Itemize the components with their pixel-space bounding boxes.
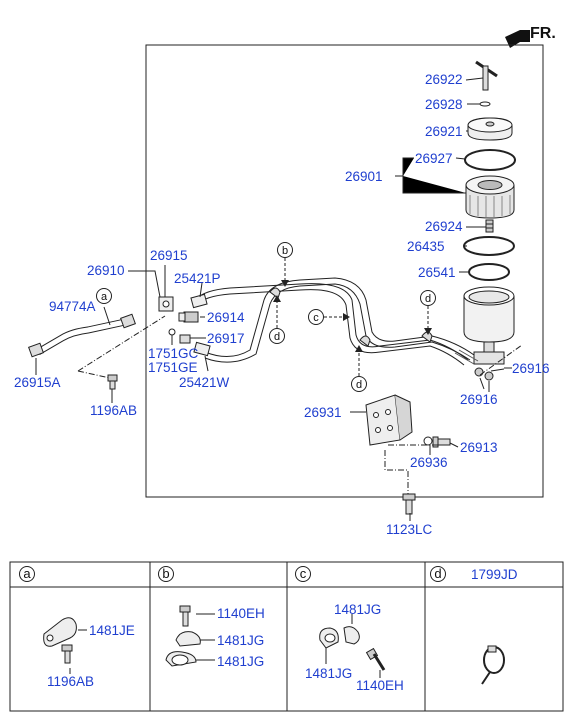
front-label: FR. <box>530 25 556 42</box>
label-1123lc: 1123LC <box>386 522 433 537</box>
filter-element-26901 <box>465 175 515 219</box>
legend-a-1481je: 1481JE <box>89 623 135 638</box>
legend-cell-c: 1481JG 1481JG 1140EH <box>305 602 404 693</box>
legend-table: a b c d 1799JD 1481JE 1196AB <box>9 561 564 712</box>
legend-header-d: d 1799JD <box>430 566 518 582</box>
callout-d-main-2: d <box>351 345 367 392</box>
legend-d-part: 1799JD <box>471 567 518 582</box>
callout-c-main: c <box>308 309 350 325</box>
front-arrow-icon <box>505 30 530 48</box>
o-ring-26541 <box>468 263 510 281</box>
svg-text:c: c <box>313 312 319 324</box>
label-25421p: 25421P <box>174 271 221 286</box>
legend-cell-a: 1481JE 1196AB <box>43 617 135 689</box>
label-26917: 26917 <box>207 331 245 346</box>
fitting-26917 <box>179 334 191 344</box>
callout-d-main-1: d <box>269 295 285 344</box>
bracket-26931 <box>365 394 413 446</box>
svg-text:c: c <box>300 566 307 581</box>
label-26916-bottom: 26916 <box>460 392 498 407</box>
bolt-1123lc <box>402 493 416 515</box>
callout-d-main-3: d <box>420 290 436 335</box>
legend-c-1481jg-2: 1481JG <box>305 666 352 681</box>
label-26921: 26921 <box>425 124 463 139</box>
hose-94774a <box>28 313 136 358</box>
label-26916-right: 26916 <box>512 361 550 376</box>
label-26931: 26931 <box>304 405 342 420</box>
label-26915a: 26915A <box>14 375 61 390</box>
assembly-lines <box>77 315 523 494</box>
fitting-26914 <box>178 311 199 323</box>
svg-text:d: d <box>425 293 431 305</box>
label-26928: 26928 <box>425 97 463 112</box>
label-1751ge: 1751GE <box>148 360 198 375</box>
svg-text:b: b <box>162 566 169 581</box>
part-labels: 26922 26928 26921 26927 26901 26924 2643… <box>14 72 550 537</box>
svg-text:a: a <box>23 566 31 581</box>
washer-26936 <box>423 436 433 446</box>
legend-c-1140eh: 1140EH <box>356 678 404 693</box>
svg-text:d: d <box>274 331 280 343</box>
label-1196ab: 1196AB <box>90 403 137 418</box>
legend-header-b: b <box>158 566 174 582</box>
svg-text:b: b <box>282 245 288 257</box>
legend-c-1481jg-1: 1481JG <box>334 602 381 617</box>
svg-text:d: d <box>356 379 362 391</box>
legend-header-a: a <box>19 566 35 582</box>
label-26541: 26541 <box>418 265 456 280</box>
label-26927: 26927 <box>415 151 453 166</box>
bolt-26913 <box>432 436 451 448</box>
oil-lines <box>190 277 479 366</box>
filter-assembly <box>463 60 516 381</box>
svg-text:d: d <box>434 566 441 581</box>
label-26915: 26915 <box>150 248 188 263</box>
leader-lines-left <box>35 265 512 521</box>
front-direction-indicator: FR. <box>505 25 556 48</box>
label-25421w: 25421W <box>179 375 230 390</box>
legend-b-1140eh: 1140EH <box>217 606 265 621</box>
legend-b-1481jg-2: 1481JG <box>217 654 264 669</box>
label-26901: 26901 <box>345 169 383 184</box>
label-26922: 26922 <box>425 72 463 87</box>
gasket-1751gc <box>168 328 176 336</box>
label-1751gc: 1751GC <box>148 346 199 361</box>
legend-b-1481jg-1: 1481JG <box>217 633 264 648</box>
clip-1481jg-icon <box>175 631 201 647</box>
label-26910: 26910 <box>87 263 125 278</box>
adapter-26915 <box>158 296 174 312</box>
label-26913: 26913 <box>460 440 498 455</box>
clip-1481jg-c2-icon <box>343 626 360 645</box>
o-ring-26928 <box>479 101 491 107</box>
label-26924: 26924 <box>425 219 463 234</box>
callout-a-main: a <box>96 288 112 304</box>
callout-b-main: b <box>277 242 293 287</box>
label-26435: 26435 <box>407 239 445 254</box>
clip-1481je-icon <box>43 617 77 647</box>
gasket-26927 <box>464 149 516 171</box>
label-26936: 26936 <box>410 455 448 470</box>
bolt-1196ab <box>107 374 118 390</box>
t-handle-26922 <box>475 60 498 91</box>
cap-26921 <box>467 117 513 141</box>
spring-26924 <box>485 219 494 233</box>
legend-cell-b: 1140EH 1481JG 1481JG <box>165 605 265 669</box>
legend-header-c: c <box>295 566 311 582</box>
legend-a-1196ab: 1196AB <box>47 674 94 689</box>
bolt-1196ab-icon <box>61 644 73 652</box>
label-94774a: 94774A <box>49 299 96 314</box>
label-26914: 26914 <box>207 310 245 325</box>
o-ring-26435 <box>463 236 515 256</box>
line-clips <box>269 287 433 347</box>
legend-cell-d <box>481 645 505 685</box>
filter-housing <box>463 286 515 381</box>
leader-lines-right <box>395 77 505 392</box>
bolt-1140eh-icon <box>179 605 191 613</box>
svg-text:a: a <box>101 291 108 303</box>
